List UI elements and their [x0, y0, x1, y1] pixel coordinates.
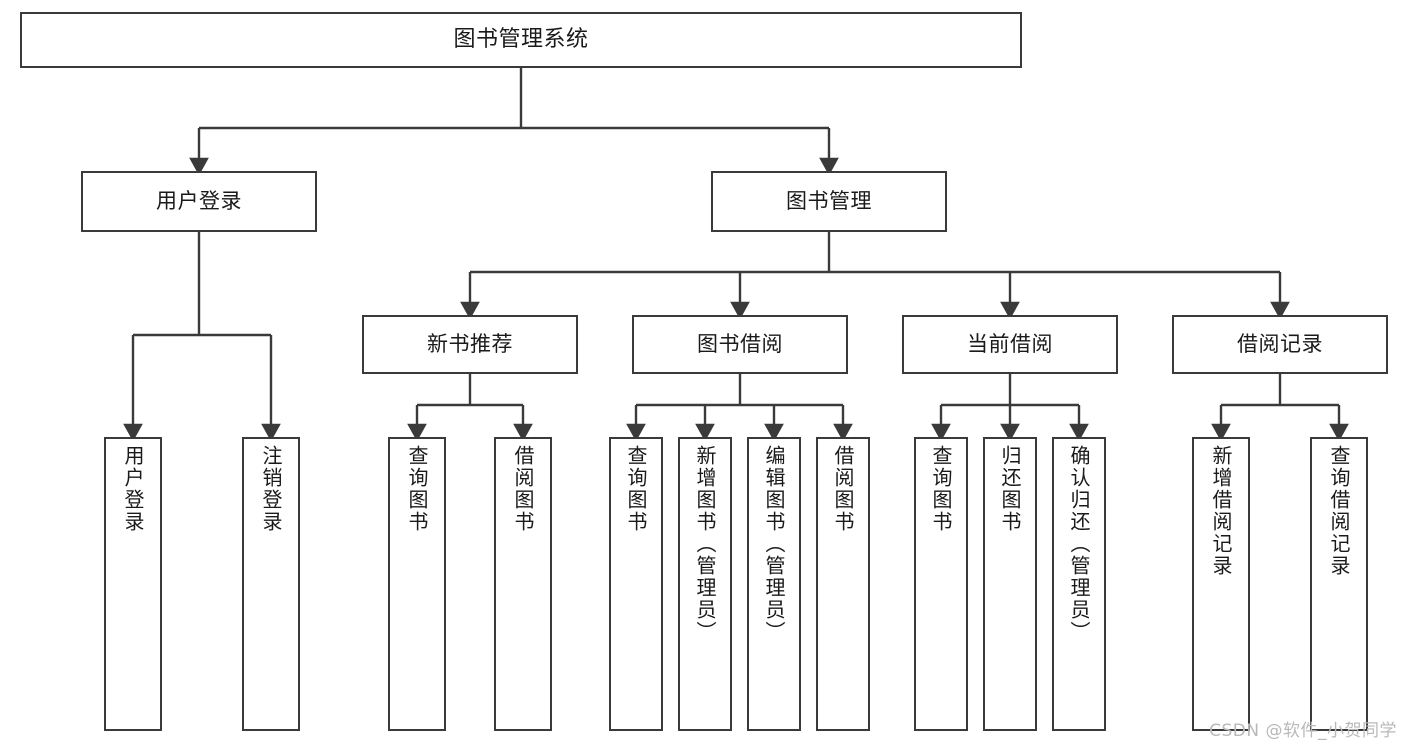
- node-borrow-records[interactable]: 借阅记录: [1172, 315, 1388, 374]
- leaf-records-add-record[interactable]: 新增借阅记录: [1192, 437, 1250, 731]
- node-label: 借阅图书: [511, 445, 535, 533]
- node-label: 查询借阅记录: [1327, 445, 1351, 577]
- leaf-borrow-add-book-admin[interactable]: 新增图书（管理员）: [678, 437, 732, 731]
- node-book-management[interactable]: 图书管理: [711, 171, 947, 232]
- node-label: 新增图书（管理员）: [693, 445, 717, 643]
- node-label: 新增借阅记录: [1209, 445, 1233, 577]
- leaf-borrow-edit-book-admin[interactable]: 编辑图书（管理员）: [747, 437, 801, 731]
- leaf-borrow-query-book[interactable]: 查询图书: [609, 437, 663, 731]
- node-user-login[interactable]: 用户登录: [81, 171, 317, 232]
- node-current-borrow[interactable]: 当前借阅: [902, 315, 1118, 374]
- leaf-current-confirm-return-admin[interactable]: 确认归还（管理员）: [1052, 437, 1106, 731]
- node-book-borrow[interactable]: 图书借阅: [632, 315, 848, 374]
- node-label: 借阅记录: [1237, 332, 1323, 357]
- node-label: 确认归还（管理员）: [1067, 445, 1091, 643]
- node-label: 借阅图书: [831, 445, 855, 533]
- leaf-new-book-borrow[interactable]: 借阅图书: [494, 437, 552, 731]
- node-label: 查询图书: [405, 445, 429, 533]
- leaf-borrow-borrow-book[interactable]: 借阅图书: [816, 437, 870, 731]
- watermark-text: CSDN @软件_小贺同学: [1209, 721, 1397, 741]
- leaf-current-return-book[interactable]: 归还图书: [983, 437, 1037, 731]
- node-label: 当前借阅: [967, 332, 1053, 357]
- leaf-current-query-book[interactable]: 查询图书: [914, 437, 968, 731]
- node-label: 图书管理: [786, 189, 872, 214]
- node-label: 用户登录: [121, 445, 145, 533]
- node-root-system[interactable]: 图书管理系统: [20, 12, 1022, 68]
- node-label: 新书推荐: [427, 332, 513, 357]
- leaf-user-login-login[interactable]: 用户登录: [104, 437, 162, 731]
- leaf-user-login-logout[interactable]: 注销登录: [242, 437, 300, 731]
- node-new-book-recommend[interactable]: 新书推荐: [362, 315, 578, 374]
- leaf-new-book-query[interactable]: 查询图书: [388, 437, 446, 731]
- node-label: 编辑图书（管理员）: [762, 445, 786, 643]
- node-label: 查询图书: [929, 445, 953, 533]
- leaf-records-query-record[interactable]: 查询借阅记录: [1310, 437, 1368, 731]
- node-label: 归还图书: [998, 445, 1022, 533]
- node-label: 图书借阅: [697, 332, 783, 357]
- node-label: 注销登录: [259, 445, 283, 533]
- node-label: 查询图书: [624, 445, 648, 533]
- node-label: 图书管理系统: [453, 27, 589, 53]
- node-label: 用户登录: [156, 189, 242, 214]
